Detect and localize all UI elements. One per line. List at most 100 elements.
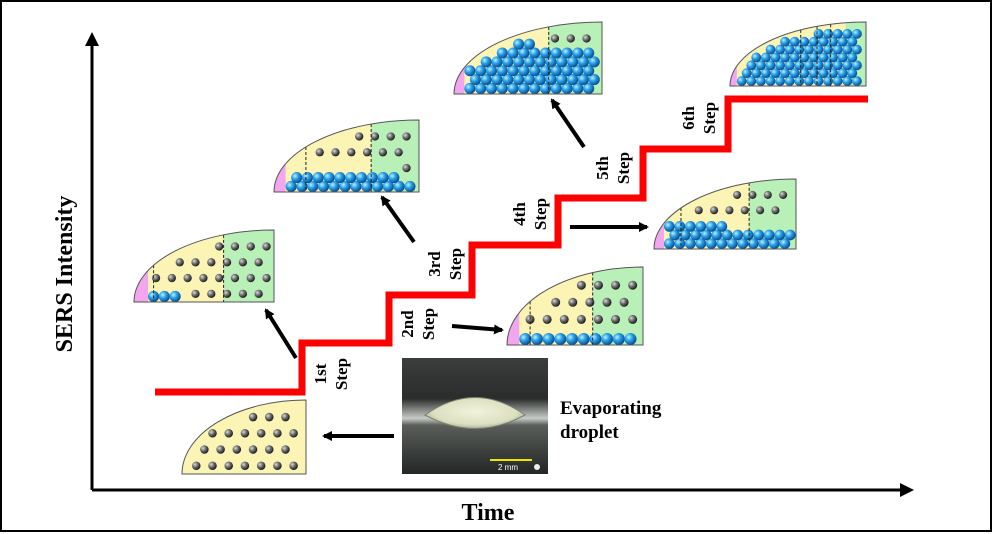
nanoparticle-gray <box>748 190 757 199</box>
nanoparticle-gray <box>582 34 591 43</box>
nanoparticle-blue <box>813 76 824 86</box>
nanoparticle-blue <box>823 76 834 86</box>
nanoparticle-blue <box>507 47 519 59</box>
nanoparticle-gray <box>694 206 703 215</box>
nanoparticle-blue <box>556 74 568 86</box>
nanoparticle-gray <box>628 314 638 324</box>
nanoparticle-blue <box>813 60 824 71</box>
nanoparticle-gray <box>246 273 255 283</box>
nanoparticle-blue <box>679 229 691 241</box>
nanoparticle-gray <box>355 132 364 141</box>
nanoparticle-blue <box>765 76 776 86</box>
nanoparticle-blue <box>518 65 530 77</box>
nanoparticle-blue <box>550 65 562 77</box>
nanoparticle-blue <box>695 238 707 249</box>
nanoparticle-gray <box>262 242 271 251</box>
nanoparticle-blue <box>350 180 362 192</box>
nanoparticle-gray <box>240 429 250 438</box>
nanoparticle-blue <box>669 229 681 241</box>
nanoparticle-blue <box>577 74 589 86</box>
nanoparticle-blue <box>674 238 686 249</box>
nanoparticle-gray <box>273 461 282 470</box>
contact-line-zone <box>592 267 643 345</box>
nanoparticle-blue <box>758 238 770 249</box>
nanoparticle-blue <box>480 56 492 68</box>
nanoparticle-blue <box>837 52 848 63</box>
nanoparticle-blue <box>464 65 476 77</box>
photo-caption-line1: Evaporating <box>560 398 662 419</box>
nanoparticle-blue <box>318 180 330 192</box>
nanoparticle-blue <box>779 238 791 249</box>
nanoparticle-blue <box>345 172 357 184</box>
nanoparticle-gray <box>576 280 586 290</box>
nanoparticle-gray <box>273 429 282 438</box>
nanoparticle-gray <box>281 412 290 422</box>
nanoparticle-blue <box>589 333 602 345</box>
nanoparticle-gray <box>756 206 765 215</box>
nanoparticle-blue <box>711 229 723 241</box>
nanoparticle-blue <box>296 180 308 192</box>
nanoparticle-blue <box>753 229 765 241</box>
nanoparticle-blue <box>741 68 752 79</box>
nanoparticle-blue <box>847 36 858 47</box>
nanoparticle-gray <box>370 132 380 141</box>
nanoparticle-blue <box>530 333 543 345</box>
step-label-4-word: Step <box>531 198 550 230</box>
nanoparticle-blue <box>808 52 819 63</box>
nanoparticle-gray <box>593 280 603 290</box>
nanoparticle-gray <box>402 163 411 173</box>
nanoparticle-blue <box>765 60 776 71</box>
nanoparticle-blue <box>404 180 416 192</box>
nanoparticle-blue <box>794 76 805 86</box>
nanoparticle-blue <box>464 82 476 94</box>
nanoparticle-gray <box>763 190 772 199</box>
nanoparticle-blue <box>624 333 637 345</box>
droplet-photo: 2 mm <box>402 358 548 474</box>
nanoparticle-blue <box>780 36 790 47</box>
nanoparticle-blue <box>523 74 535 86</box>
nanoparticle-gray <box>559 314 569 324</box>
nanoparticle-blue <box>674 221 686 232</box>
nanoparticle-gray <box>238 258 248 267</box>
nanoparticle-blue <box>663 221 675 232</box>
nanoparticle-blue <box>775 44 786 55</box>
nanoparticle-blue <box>577 56 589 68</box>
nanoparticle-blue <box>808 36 819 47</box>
nanoparticle-gray <box>628 280 638 290</box>
nanoparticle-gray <box>771 206 780 215</box>
nanoparticle-blue <box>377 172 389 184</box>
nanoparticle-blue <box>663 238 675 249</box>
nanoparticle-blue <box>804 76 814 86</box>
nanoparticle-gray <box>192 461 201 470</box>
nanoparticle-gray <box>230 273 240 283</box>
nanoparticle-gray <box>331 148 340 157</box>
nanoparticle-blue <box>502 56 514 68</box>
nanoparticle-blue <box>705 221 717 232</box>
nanoparticle-blue <box>513 56 525 68</box>
nanoparticle-blue <box>695 221 707 232</box>
droplet-schematic-step3 <box>273 119 420 193</box>
nanoparticle-blue <box>572 47 584 59</box>
x-axis-arrowhead <box>900 483 914 497</box>
nanoparticle-blue <box>823 28 834 39</box>
nanoparticle-blue <box>550 47 562 59</box>
nanoparticle-gray <box>576 314 586 324</box>
nanoparticle-blue <box>789 68 800 79</box>
nanoparticle-blue <box>513 74 525 86</box>
nanoparticle-blue <box>780 52 790 63</box>
nanoparticle-blue <box>519 333 532 345</box>
nanoparticle-blue <box>334 172 346 184</box>
nanoparticle-blue <box>770 52 781 63</box>
nanoparticle-gray <box>386 132 395 141</box>
nanoparticle-gray <box>248 445 258 454</box>
nanoparticle-gray <box>315 148 324 157</box>
contact-line-zone <box>223 230 274 302</box>
nanoparticle-gray <box>200 445 209 454</box>
nanoparticle-blue <box>774 229 786 241</box>
nanoparticle-blue <box>485 65 498 77</box>
